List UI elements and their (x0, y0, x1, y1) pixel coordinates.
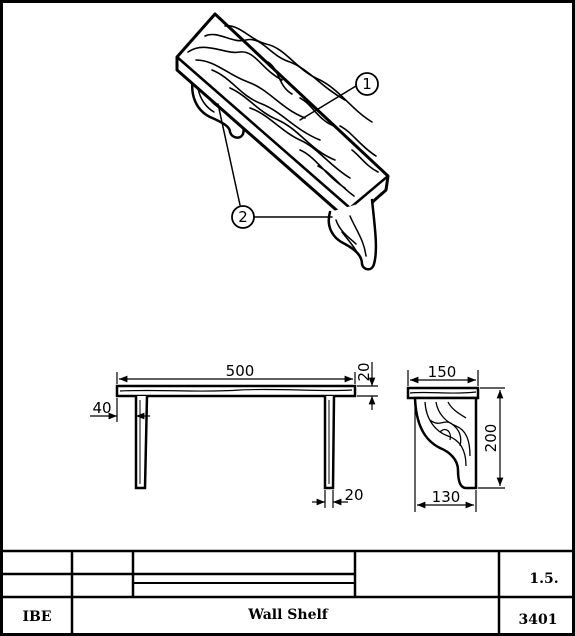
isometric-view (175, 12, 390, 271)
front-shelf-board (115, 384, 357, 398)
right-bracket (327, 198, 378, 271)
title-block-sheet: 1.5. (529, 571, 558, 587)
dim-height: 200 (482, 424, 500, 453)
callout-1-circle (355, 72, 379, 96)
title-block-title: Wall Shelf (247, 607, 329, 623)
shelf-board (175, 12, 390, 224)
callout-2-label: 2 (238, 208, 248, 226)
title-block-code: IBE (22, 609, 51, 625)
dim-thickness: 20 (355, 362, 373, 381)
dim-leg-width: 20 (344, 486, 363, 504)
front-left-leg (134, 395, 149, 490)
title-block-number: 3401 (519, 612, 558, 628)
dim-length: 500 (226, 362, 255, 380)
dim-bracket: 130 (432, 488, 461, 506)
dim-leg-inset: 40 (92, 399, 111, 417)
title-block (1, 549, 574, 634)
callout-2-circle (231, 205, 255, 229)
callout-1-label: 1 (362, 75, 372, 93)
side-view (406, 370, 505, 512)
side-bracket (413, 396, 478, 490)
front-view (90, 362, 378, 508)
wood-grain (187, 25, 379, 197)
dim-depth: 150 (428, 363, 457, 381)
